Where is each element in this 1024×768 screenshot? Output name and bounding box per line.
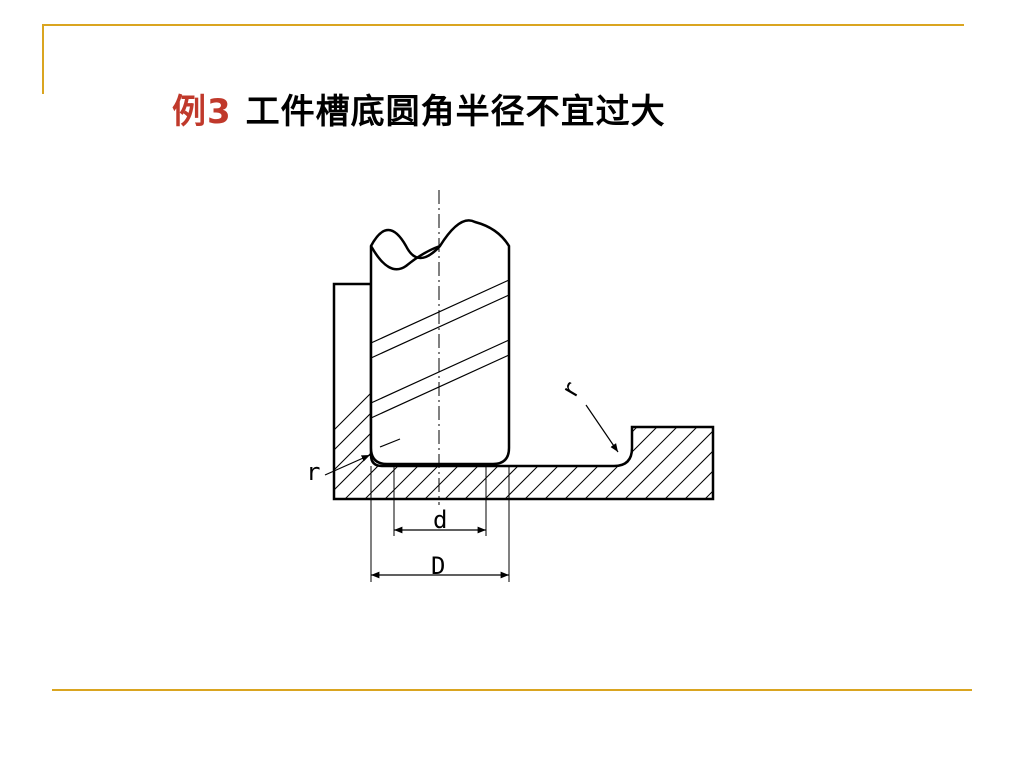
- dimension-D-label: D: [431, 552, 445, 580]
- radius-right-leader: [585, 404, 619, 453]
- end-mill-cutter: [369, 219, 511, 466]
- title-text: 工件槽底圆角半径不宜过大: [245, 92, 666, 132]
- radius-right-label: r: [555, 376, 586, 403]
- cutter-break-line: [369, 244, 441, 271]
- cutter-outline: [369, 219, 511, 466]
- dimension-lines: [370, 466, 510, 582]
- left-rule: [42, 24, 44, 94]
- radius-left-label: r: [306, 458, 320, 486]
- radius-left-leader: [324, 454, 371, 476]
- workpiece-outline: [332, 282, 715, 501]
- dimension-d-label: d: [433, 506, 447, 534]
- slide-title: 例3 工件槽底圆角半径不宜过大: [172, 84, 666, 133]
- workpiece-hatching: [334, 284, 713, 499]
- top-rule: [42, 24, 964, 26]
- bottom-rule: [52, 689, 972, 691]
- title-prefix: 例3: [172, 92, 232, 132]
- cutter-flutes: [371, 279, 509, 448]
